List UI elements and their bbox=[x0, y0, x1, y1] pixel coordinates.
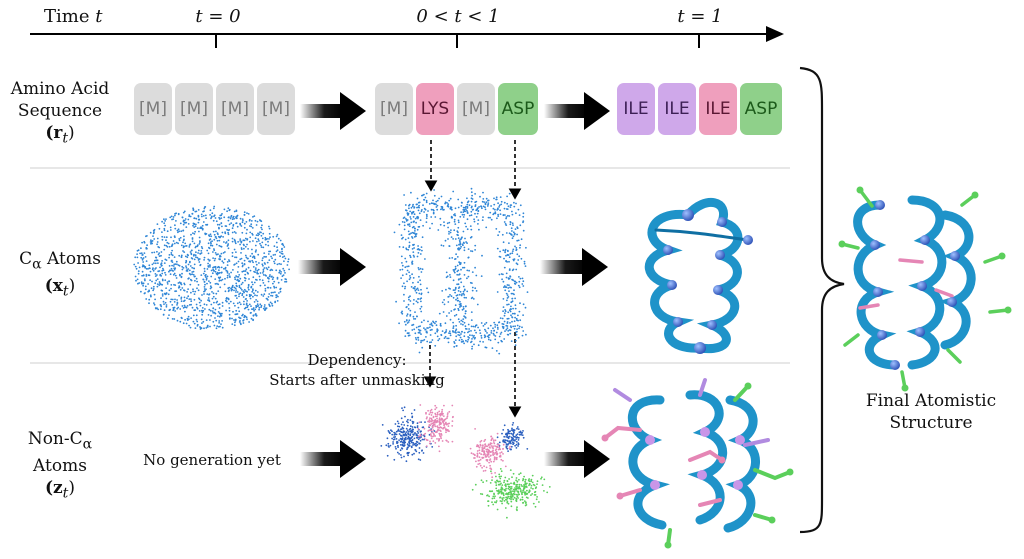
arrow-seq-2 bbox=[544, 92, 610, 130]
token-t0-3: [M] bbox=[216, 83, 254, 135]
final-structure-label: Final Atomistic Structure bbox=[865, 391, 997, 433]
token-tmid-2: LYS bbox=[416, 83, 454, 135]
final-structure bbox=[838, 186, 1012, 392]
token-tmid-4: ASP bbox=[498, 83, 538, 135]
token-t0-4: [M] bbox=[257, 83, 295, 135]
noncalpha-cluster-2 bbox=[469, 422, 551, 519]
tick-label-t1: t = 1 bbox=[677, 6, 723, 27]
arrow-ca-1 bbox=[298, 248, 366, 286]
arrow-ca-2 bbox=[540, 248, 608, 286]
grouping-brace bbox=[799, 66, 845, 534]
arrow-nc-1 bbox=[300, 440, 366, 478]
row-label-calpha: Cα Atoms (xt) bbox=[19, 249, 101, 300]
dependency-note: Dependency: Starts after unmasking bbox=[269, 351, 445, 389]
calpha-ribbon-structure bbox=[644, 197, 753, 354]
tick-label-tmid: 0 < t < 1 bbox=[416, 6, 500, 27]
token-tmid-3: [M] bbox=[457, 83, 495, 135]
atomistic-structure-t1 bbox=[601, 378, 794, 549]
token-tmid-1: [M] bbox=[375, 83, 413, 135]
calpha-noise-cloud bbox=[133, 205, 290, 330]
time-axis-label: Time t bbox=[44, 6, 103, 27]
arrow-seq-1 bbox=[300, 92, 366, 130]
calpha-partial-cloud bbox=[393, 187, 529, 355]
token-t0-2: [M] bbox=[175, 83, 213, 135]
row-label-noncalpha: Non-Cα Atoms (zt) bbox=[27, 429, 93, 502]
token-t1-4: ASP bbox=[740, 83, 782, 135]
arrow-nc-2 bbox=[544, 440, 610, 478]
token-t1-2: ILE bbox=[658, 83, 696, 135]
noncalpha-cluster-1 bbox=[380, 404, 454, 463]
token-t0-1: [M] bbox=[134, 83, 172, 135]
row-label-sequence: Amino Acid Sequence (rt) bbox=[10, 79, 110, 147]
token-t1-3: ILE bbox=[699, 83, 737, 135]
tick-label-t0: t = 0 bbox=[195, 6, 241, 27]
transition-arrows bbox=[298, 92, 610, 478]
no-generation-note: No generation yet bbox=[143, 451, 281, 469]
dependency-arrows bbox=[423, 140, 522, 418]
token-t1-1: ILE bbox=[617, 83, 655, 135]
